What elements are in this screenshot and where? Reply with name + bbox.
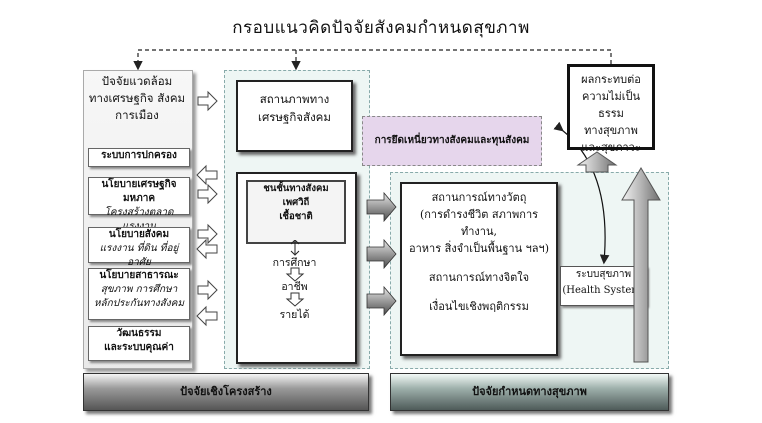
macro-policy-box: นโยบายเศรษฐกิจมหภาค โครงสร้างตลาดแรงงาน — [88, 177, 190, 232]
arrow-right-3 — [197, 223, 218, 245]
social-policy-box: นโยบายสังคม แรงงาน ที่ดิน ที่อยู่อาศัย — [88, 227, 190, 268]
culture-line-2: และระบบคุณค่า — [104, 342, 174, 353]
arrow-left-2 — [196, 238, 218, 260]
chain-occupation: อาชีพ — [281, 281, 308, 293]
left-heading-line-2: ทางเศรษฐกิจ สังคม — [88, 91, 186, 105]
governance-box: ระบบการปกครอง — [88, 148, 190, 167]
gray-arrow-2 — [366, 238, 397, 270]
outcome-up-arrow — [621, 167, 661, 363]
behavioural-line: เงื่อนไขเชิงพฤติกรรม — [429, 300, 529, 313]
social-policy-line-2: แรงงาน ที่ดิน ที่อยู่อาศัย — [99, 243, 179, 268]
culture-line-1: วัฒนธรรม — [116, 328, 162, 339]
outcome-line-1: ผลกระทบต่อ — [581, 73, 641, 86]
health-system-line-2: (Health System) — [562, 285, 645, 296]
feedback-loop-line — [133, 49, 612, 71]
public-policy-line-3: หลักประกันทางสังคม — [93, 298, 185, 309]
inner-line-3: เชื้อชาติ — [279, 211, 313, 222]
arrow-right-4 — [197, 279, 218, 301]
outcome-small-up-arrow — [576, 151, 618, 173]
arrow-left-3 — [196, 305, 218, 327]
down-arrow-2 — [285, 292, 305, 307]
social-cohesion-box: การยึดเหนี่ยวทางสังคมและทุนสังคม — [362, 116, 542, 166]
left-heading-line-1: ปัจจัยแวดล้อม — [101, 74, 173, 88]
gray-arrow-3 — [366, 285, 397, 317]
mid-chain-arrows — [285, 240, 305, 307]
outcome-line-3: ทางสุขภาพ — [584, 124, 638, 137]
inner-line-2: เพศวิถี — [282, 197, 310, 208]
material-line-1: สถานการณ์ทางวัตถุ — [431, 191, 527, 204]
socioeconomic-line-2: เศรษฐกิจสังคม — [258, 110, 331, 124]
gray-arrow-1 — [366, 191, 397, 223]
governance-label: ระบบการปกครอง — [101, 150, 177, 161]
arrow-left-1 — [196, 164, 218, 186]
socioeconomic-line-1: สถานภาพทาง — [259, 92, 330, 106]
diagram-title: กรอบแนวคิดปัจจัยสังคมกำหนดสุขภาพ — [232, 18, 530, 38]
left-mid-arrows — [196, 90, 218, 327]
arrow-right-2 — [197, 183, 218, 205]
chain-income: รายได้ — [279, 309, 310, 321]
outcome-line-2: ความไม่เป็นธรรม — [581, 90, 640, 120]
material-line-3: อาหาร สิ่งจำเป็นพื้นฐาน ฯลฯ) — [408, 242, 549, 255]
intermediary-determinants-box: สถานการณ์ทางวัตถุ (การดำรงชีวิต สภาพการท… — [400, 182, 558, 356]
chain-education: การศึกษา — [272, 257, 317, 269]
intermediary-determinants-bar: ปัจจัยกำหนดทางสุขภาพ — [390, 373, 669, 411]
macro-policy-line-2: โครงสร้างตลาดแรงงาน — [104, 207, 174, 232]
left-heading-line-3: การเมือง — [115, 108, 159, 122]
public-policy-line-1: นโยบายสาธารณะ — [99, 270, 179, 281]
down-arrow-1 — [285, 267, 305, 282]
outcome-line-4: และสุขภาวะ — [581, 141, 641, 154]
public-policy-box: นโยบายสาธารณะ สุขภาพ การศึกษา หลักประกัน… — [88, 268, 190, 320]
macro-policy-line-1: นโยบายเศรษฐกิจมหภาค — [101, 179, 177, 204]
mid-right-arrows — [366, 191, 397, 317]
arrow-right-1 — [197, 90, 218, 112]
material-line-2: (การดำรงชีวิต สภาพการทำงาน, — [419, 208, 539, 238]
psychosocial-line: สถานการณ์ทางจิตใจ — [428, 271, 530, 284]
culture-box: วัฒนธรรม และระบบคุณค่า — [88, 326, 190, 361]
health-equity-outcome-box: ผลกระทบต่อ ความไม่เป็นธรรม ทางสุขภาพ และ… — [567, 64, 655, 154]
inner-line-1: ชนชั้นทางสังคม — [263, 183, 329, 194]
left-panel-heading: ปัจจัยแวดล้อม ทางเศรษฐกิจ สังคม การเมือง — [83, 73, 191, 124]
socioeconomic-position-box: สถานภาพทาง เศรษฐกิจสังคม — [236, 80, 353, 152]
public-policy-line-2: สุขภาพ การศึกษา — [100, 284, 178, 295]
class-gender-ethnicity-box: ชนชั้นทางสังคม เพศวิถี เชื้อชาติ — [246, 180, 346, 244]
structural-determinants-bar: ปัจจัยเชิงโครงสร้าง — [83, 373, 369, 411]
health-system-line-1: ระบบสุขภาพ — [575, 269, 632, 280]
social-policy-line-1: นโยบายสังคม — [108, 229, 170, 240]
